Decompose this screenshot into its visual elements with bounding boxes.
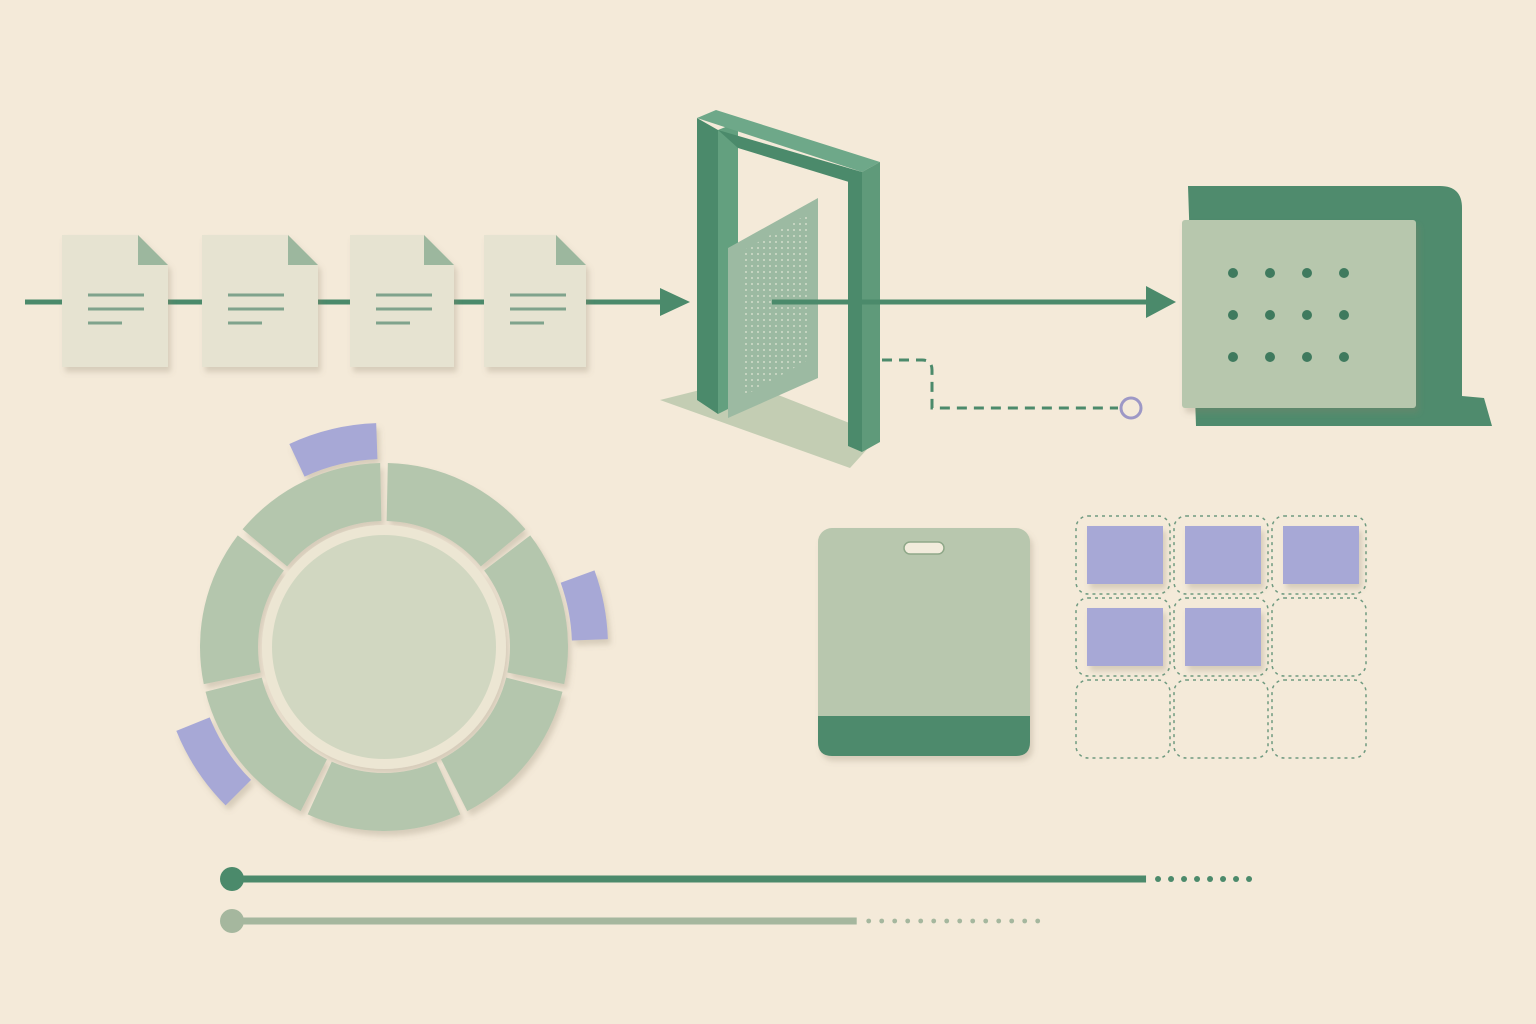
slot-grid (1075, 515, 1367, 759)
document-fold (288, 235, 318, 265)
progress-remaining-dot (918, 918, 924, 924)
branch-endpoint-icon (1119, 396, 1143, 420)
dashed-branch-icon (882, 358, 1118, 410)
document-sheet (484, 235, 586, 367)
progress-remaining-dot (1035, 918, 1041, 924)
progress-remaining-dot (1155, 876, 1162, 882)
gate-top-beam (697, 110, 880, 172)
progress-remaining-dot (1233, 876, 1240, 882)
document-fold (556, 235, 586, 265)
progress-remaining-dot (1168, 876, 1175, 882)
panel-dot (1339, 310, 1349, 320)
panel-dot-grid (1228, 268, 1349, 362)
progress-remaining-dot (1207, 876, 1214, 882)
ring-highlight-tab (176, 717, 252, 806)
slot-cell (1075, 597, 1171, 677)
segmented-ring (176, 423, 608, 831)
panel-dot (1339, 352, 1349, 362)
progress-remaining-dot (944, 918, 950, 924)
progress-remaining-dot (892, 918, 898, 924)
ring-highlight-tab (289, 423, 378, 477)
slot-cell (1075, 679, 1171, 759)
gate-top-beam-face (718, 130, 862, 186)
slot-cell (1173, 515, 1269, 595)
progress-remaining-dot (970, 918, 976, 924)
progress-remaining-dot (1181, 876, 1188, 882)
panel-dot (1265, 268, 1275, 278)
dot-grid-panel-icon (1182, 186, 1492, 426)
progress-remaining-dot (1009, 918, 1015, 924)
panel-dot (1228, 352, 1238, 362)
slot-tile (1283, 526, 1359, 584)
progress-remaining-dot (957, 918, 963, 924)
gate-pillar-right (848, 172, 862, 452)
progress-remaining-dot (866, 918, 872, 924)
badge-stripe (818, 716, 1030, 756)
input-arrowhead-icon (660, 288, 690, 316)
progress-remaining-dot (931, 918, 937, 924)
progress-tracks (220, 867, 1253, 933)
slot-tile (1185, 526, 1261, 584)
progress-remaining-dot (983, 918, 989, 924)
document-icon (62, 235, 168, 367)
panel-dot (1339, 268, 1349, 278)
slot-cell (1271, 597, 1367, 677)
panel-front-plate (1182, 220, 1416, 408)
slot-tile (1087, 526, 1163, 584)
document-fold (138, 235, 168, 265)
ring-center-disc (272, 535, 496, 759)
panel-dot (1228, 268, 1238, 278)
progress-remaining-dot (905, 918, 911, 924)
id-badge-icon (818, 528, 1030, 756)
slot-cell (1271, 679, 1367, 759)
progress-remaining-dot (1194, 876, 1201, 882)
pipeline (25, 110, 1492, 468)
panel-dot (1302, 352, 1312, 362)
ring-highlight-tab (560, 570, 608, 641)
ring-segment (242, 463, 382, 567)
ring-segment (199, 535, 284, 685)
panel-dot (1302, 268, 1312, 278)
gate-pillar-right-face (862, 162, 880, 452)
document-icon (484, 235, 586, 367)
panel-dot (1302, 310, 1312, 320)
progress-remaining-dot (996, 918, 1002, 924)
slot-cell (1075, 515, 1171, 595)
panel-dot (1265, 310, 1275, 320)
gateway-door-icon (660, 110, 880, 468)
badge-body (818, 528, 1030, 756)
ring-segment (484, 535, 568, 685)
document-stack (62, 235, 586, 367)
badge-slot-icon (903, 541, 945, 555)
document-sheet (202, 235, 318, 367)
progress-remaining-dot (1246, 876, 1253, 882)
document-sheet (62, 235, 168, 367)
document-fold (424, 235, 454, 265)
ring-segment (386, 463, 526, 567)
slot-cell (1173, 679, 1269, 759)
progress-remaining-dot (879, 918, 885, 924)
document-sheet (350, 235, 454, 367)
slot-cell (1271, 515, 1367, 595)
slot-tile (1087, 608, 1163, 666)
slot-cell (1173, 597, 1269, 677)
progress-remaining-dot (1220, 876, 1227, 882)
document-icon (202, 235, 318, 367)
gate-pillar-left (697, 118, 718, 414)
ring-segment (205, 677, 327, 812)
panel-dot (1228, 310, 1238, 320)
document-icon (350, 235, 454, 367)
ring-segment (441, 677, 563, 812)
slot-tile (1185, 608, 1261, 666)
output-arrowhead-icon (1146, 286, 1176, 318)
progress-remaining-dot (1022, 918, 1028, 924)
panel-dot (1265, 352, 1275, 362)
ring-segment (307, 761, 461, 831)
gate-door-texture (744, 214, 808, 396)
